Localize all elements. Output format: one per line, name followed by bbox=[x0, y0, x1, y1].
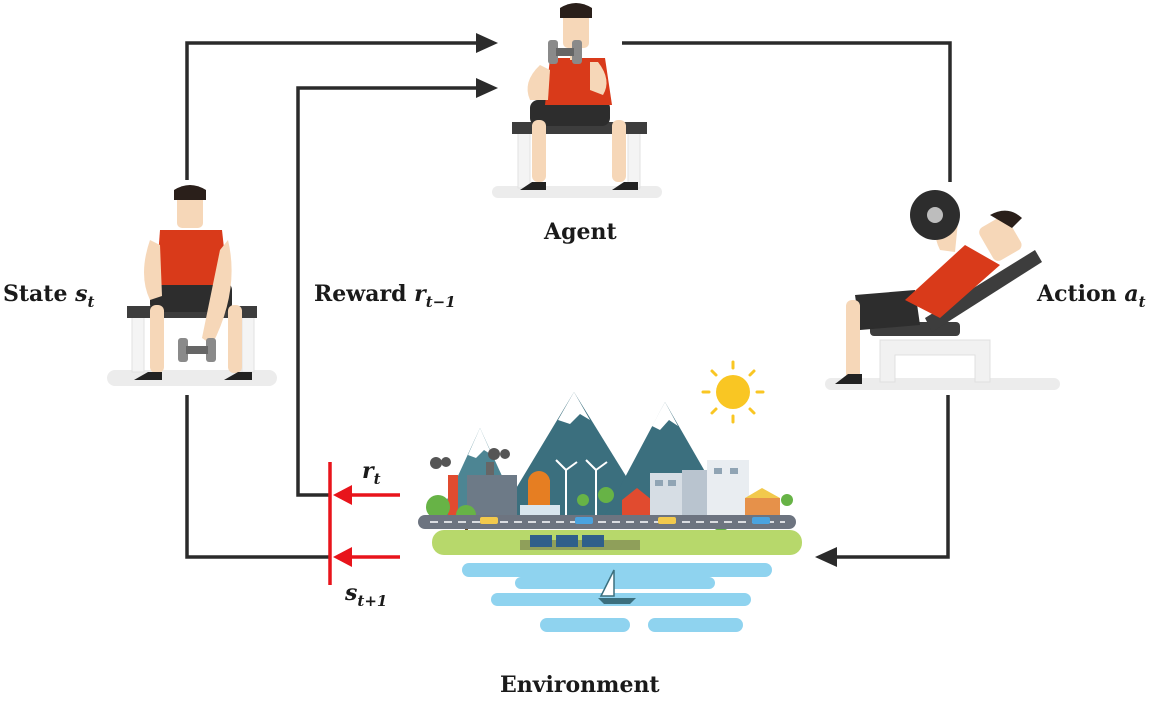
reward-sub: t−1 bbox=[425, 293, 456, 311]
arrow-head bbox=[815, 547, 837, 567]
state-var: s bbox=[75, 281, 88, 307]
person-bench-press-icon bbox=[825, 190, 1060, 390]
arrow-head bbox=[476, 33, 498, 53]
agent-label: Agent bbox=[544, 219, 617, 245]
action-word: Action bbox=[1037, 281, 1117, 307]
arrow-head bbox=[476, 78, 498, 98]
wind-turbines-icon bbox=[555, 459, 608, 515]
snext-var: s bbox=[345, 580, 358, 606]
rt-arrow-head bbox=[333, 485, 352, 505]
environment-label: Environment bbox=[500, 672, 660, 698]
state-to-agent-arrow bbox=[185, 41, 478, 180]
rt-label: rt bbox=[362, 458, 381, 488]
water-icon bbox=[462, 563, 772, 632]
snext-arrow-head bbox=[333, 547, 352, 567]
state-label: State st bbox=[3, 281, 94, 311]
action-to-env-arrow bbox=[835, 395, 950, 559]
flow-arrows bbox=[185, 33, 952, 567]
reward-var: r bbox=[414, 281, 426, 307]
env-output-markers bbox=[328, 462, 400, 585]
reward-word: Reward bbox=[314, 281, 407, 307]
state-word: State bbox=[3, 281, 68, 307]
rt-sub: t bbox=[373, 470, 381, 488]
action-var: a bbox=[1124, 281, 1139, 307]
buildings-icon bbox=[622, 460, 780, 520]
action-sub: t bbox=[1138, 293, 1146, 311]
snext-sub: t+1 bbox=[357, 592, 388, 610]
env-to-state-arrow bbox=[185, 395, 330, 559]
person-seated-dumbbell-icon bbox=[107, 185, 277, 386]
agent-to-action-arrow bbox=[622, 41, 952, 182]
person-curling-dumbbell-icon bbox=[492, 3, 662, 198]
rt-var: r bbox=[362, 458, 374, 484]
reward-to-agent-arrow bbox=[296, 86, 478, 497]
state-sub: t bbox=[87, 293, 95, 311]
action-label: Action at bbox=[1037, 281, 1146, 311]
solar-panels-icon bbox=[530, 535, 604, 547]
sailboat-icon bbox=[598, 569, 636, 604]
factory-icon bbox=[430, 448, 517, 515]
city-landscape-icon bbox=[418, 360, 802, 632]
reward-label: Reward rt−1 bbox=[314, 281, 456, 311]
sun-icon bbox=[701, 360, 765, 424]
snext-label: st+1 bbox=[345, 580, 387, 610]
road-icon bbox=[418, 515, 796, 529]
